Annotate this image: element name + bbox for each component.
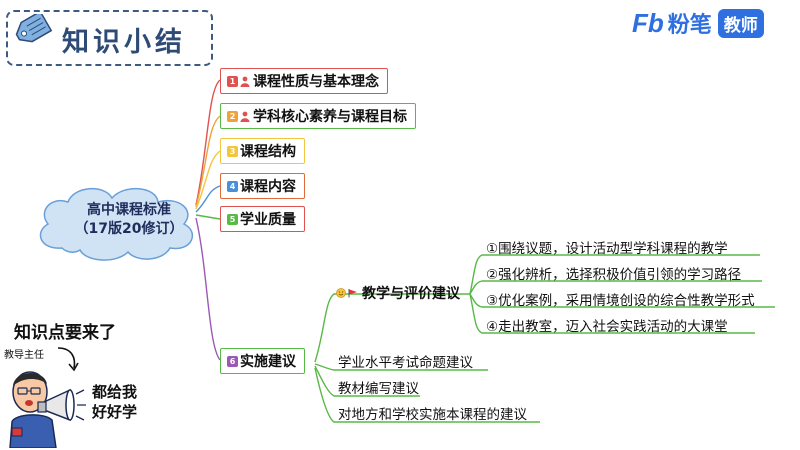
connector-other-2 xyxy=(314,365,420,397)
branch-node-6: 6 实施建议 xyxy=(220,348,305,374)
branch-label-6: 实施建议 xyxy=(240,354,296,370)
center-line-1: 高中课程标准 xyxy=(87,202,171,218)
other-item-1: 学业水平考试命题建议 xyxy=(338,355,473,371)
flag-icon xyxy=(348,289,357,298)
connector-other-1 xyxy=(314,363,488,371)
branch-node-1: 1 课程性质与基本理念 xyxy=(220,68,388,94)
arrow-icon xyxy=(57,347,79,372)
brand-name: 粉笔 xyxy=(667,13,712,38)
person-icon xyxy=(240,111,250,122)
sub-node-label: 教学与评价建议 xyxy=(362,286,460,302)
branch-number-6: 6 xyxy=(227,355,238,367)
sub-node: 教学与评价建议 xyxy=(336,283,460,303)
branch-number-5: 5 xyxy=(227,213,238,225)
connector-other-3 xyxy=(314,367,540,423)
sub-item-1: ①围绕议题，设计活动型学科课程的教学 xyxy=(486,241,728,257)
smiley-icon xyxy=(336,288,346,298)
connector-3 xyxy=(195,150,221,210)
teacher-cartoon xyxy=(9,371,86,448)
branch-label-2: 学科核心素养与课程目标 xyxy=(253,109,407,125)
center-line-2: （17版20修订） xyxy=(74,221,184,237)
branch-label-5: 学业质量 xyxy=(240,212,296,228)
branch-number-3: 3 xyxy=(227,145,238,157)
tag-icon xyxy=(15,14,53,43)
speech-text: 都给我 好好学 xyxy=(92,382,137,422)
center-node: 高中课程标准 （17版20修订） xyxy=(62,201,196,239)
branch-label-1: 课程性质与基本理念 xyxy=(253,74,379,90)
speech-line-1: 都给我 xyxy=(92,383,138,401)
brand-badge: 教师 xyxy=(717,8,764,38)
connector-sub xyxy=(314,293,470,363)
branch-number-2: 2 xyxy=(227,110,238,122)
title-card xyxy=(6,10,213,66)
other-item-2: 教材编写建议 xyxy=(338,381,419,397)
brand-logo-mark: Fb xyxy=(632,7,664,38)
connector-item-4 xyxy=(469,293,755,334)
connector-item-1 xyxy=(469,254,760,295)
sub-item-4: ④走出教室，迈入社会实践活动的大课堂 xyxy=(486,319,728,335)
branch-number-4: 4 xyxy=(227,180,238,192)
connector-1 xyxy=(195,79,221,206)
connector-4 xyxy=(195,185,221,213)
character-tag: 教导主任 xyxy=(4,350,44,361)
sub-item-2: ②强化辨析，选择积极价值引领的学习路径 xyxy=(486,267,742,283)
branch-label-4: 课程内容 xyxy=(240,179,296,195)
speech-line-2: 好好学 xyxy=(92,403,138,421)
person-icon xyxy=(240,76,250,87)
sub-item-3: ③优化案例，采用情境创设的综合性教学形式 xyxy=(486,293,755,309)
branch-node-3: 3 课程结构 xyxy=(220,138,305,164)
connector-item-2 xyxy=(469,280,762,295)
branch-label-3: 课程结构 xyxy=(240,144,296,160)
brand-logo: Fb 粉笔 教师 xyxy=(632,8,764,38)
branch-node-5: 5 学业质量 xyxy=(220,206,305,232)
connector-item-3 xyxy=(469,293,775,308)
connector-5 xyxy=(195,214,221,220)
connector-6 xyxy=(195,217,221,361)
connector-2 xyxy=(195,115,221,208)
speech-title: 知识点要来了 xyxy=(14,323,116,343)
page-title: 知识小结 xyxy=(62,27,186,58)
other-item-3: 对地方和学校实施本课程的建议 xyxy=(338,407,527,423)
branch-node-2: 2 学科核心素养与课程目标 xyxy=(220,103,416,129)
branch-number-1: 1 xyxy=(227,75,238,87)
branch-node-4: 4 课程内容 xyxy=(220,173,305,199)
cloud-shape xyxy=(39,187,194,261)
